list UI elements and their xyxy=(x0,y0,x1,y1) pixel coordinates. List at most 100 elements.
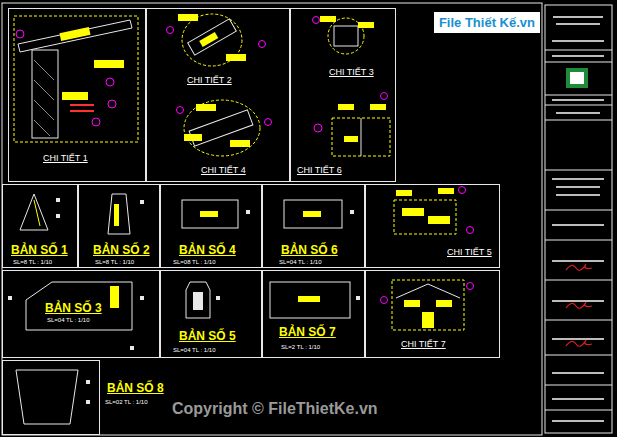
cad-circle xyxy=(467,227,474,234)
cad-circle xyxy=(313,17,320,24)
cad-rect xyxy=(552,55,604,57)
cad-rect xyxy=(184,134,202,141)
cad-line xyxy=(545,280,612,281)
cad-circle xyxy=(92,118,100,126)
signatures xyxy=(566,264,592,346)
cad-rect xyxy=(320,16,336,22)
detail-title: BẢN SỐ 2 xyxy=(93,243,150,257)
cad-line xyxy=(545,355,612,356)
cad-rect xyxy=(70,110,94,112)
cad-rect xyxy=(556,112,600,114)
cad-rect xyxy=(396,190,412,196)
cad-path xyxy=(26,282,132,330)
cad-rect xyxy=(358,22,374,28)
cad-rect xyxy=(298,296,320,302)
panel-frame: BẢN SỐ 1SL=8 TL : 1/10 xyxy=(2,184,78,268)
cad-rect xyxy=(570,72,584,84)
cad-rect xyxy=(226,54,246,61)
cad-line xyxy=(545,95,612,96)
cad-rect xyxy=(182,200,238,228)
cad-circle xyxy=(381,297,388,304)
cad-path xyxy=(18,20,132,52)
scale-note: SL=04 TL : 1/10 xyxy=(47,317,90,323)
cad-rect xyxy=(188,19,237,55)
cad-rect xyxy=(196,104,216,111)
cad-rect xyxy=(552,372,604,374)
detail-7 xyxy=(381,280,474,330)
scale-note: SL=2 TL : 1/10 xyxy=(281,344,320,350)
panel-frame: BẢN SỐ 8SL=02 TL : 1/10 xyxy=(2,360,100,435)
detail-title: CHI TIẾT 3 xyxy=(329,67,374,77)
detail-6 xyxy=(314,93,390,157)
detail-title: BẢN SỐ 7 xyxy=(279,325,336,339)
cad-rect xyxy=(394,200,456,234)
cad-rect xyxy=(140,296,144,300)
cad-rect xyxy=(246,210,250,214)
plate-5 xyxy=(186,282,220,318)
cad-rect xyxy=(402,208,424,216)
cad-line xyxy=(545,210,612,211)
detail-1 xyxy=(14,16,138,142)
cad-rect xyxy=(338,104,354,110)
detail-2 xyxy=(167,14,266,66)
scale-note: SL=04 TL : 1/10 xyxy=(279,259,322,265)
cad-circle xyxy=(108,100,116,108)
scale-note: SL=02 TL : 1/10 xyxy=(105,399,148,405)
cad-line xyxy=(545,410,612,411)
cad-rect xyxy=(114,204,119,226)
cad-rect xyxy=(270,282,350,318)
cad-circle xyxy=(381,93,388,100)
plate-8 xyxy=(16,370,90,424)
cad-path xyxy=(34,60,54,136)
cad-rect xyxy=(59,27,90,41)
detail-title: BẢN SỐ 4 xyxy=(179,243,236,257)
cad-circle xyxy=(314,124,322,132)
cad-line xyxy=(545,170,612,171)
cad-rect xyxy=(428,216,450,224)
scale-note: SL=8 TL : 1/10 xyxy=(95,259,134,265)
cad-rect xyxy=(552,224,604,226)
cad-path xyxy=(16,370,78,424)
cad-line xyxy=(545,120,612,121)
cad-rect xyxy=(556,186,600,188)
scale-note: SL=04 TL : 1/10 xyxy=(173,347,216,353)
cad-rect xyxy=(553,16,603,18)
cad-rect xyxy=(8,296,12,300)
scale-note: SL=08 TL : 1/10 xyxy=(173,259,216,265)
detail-title: CHI TIẾT 4 xyxy=(201,165,246,175)
cad-circle xyxy=(16,30,24,38)
cad-rect xyxy=(438,188,454,194)
site-logo: File Thiết Kế.vn xyxy=(434,12,540,33)
cad-rect xyxy=(193,292,203,310)
cad-rect xyxy=(56,198,60,202)
cad-rect xyxy=(344,136,358,142)
cad-rect xyxy=(14,16,138,142)
cad-rect xyxy=(334,26,358,46)
cad-line xyxy=(545,320,612,321)
sheet-frame xyxy=(2,3,612,435)
cad-rect xyxy=(110,286,119,308)
cad-path xyxy=(186,282,210,318)
detail-title: BẢN SỐ 5 xyxy=(179,329,236,343)
cad-path xyxy=(566,302,592,308)
detail-title: CHI TIẾT 1 xyxy=(43,153,88,163)
plate-7 xyxy=(270,282,360,318)
cad-rect xyxy=(86,400,90,404)
cad-circle xyxy=(467,283,474,290)
panel-frame: CHI TIẾT 3CHI TIẾT 6 xyxy=(290,8,396,182)
cad-path xyxy=(396,284,460,298)
cad-line xyxy=(545,385,612,386)
cad-rect xyxy=(552,40,604,42)
cad-rect xyxy=(545,5,612,433)
cad-rect xyxy=(404,300,420,307)
cad-rect xyxy=(200,211,218,217)
panel-frame: BẢN SỐ 4 SL=08 TL : 1/10 xyxy=(160,184,262,268)
plate-4 xyxy=(182,200,250,228)
cad-line xyxy=(34,200,40,226)
panel-frame: CHI TIẾT 7 xyxy=(365,270,500,358)
cad-line xyxy=(361,118,362,156)
cad-rect xyxy=(566,68,588,88)
panel-frame: BẢN SỐ 2 SL=8 TL : 1/10 xyxy=(78,184,160,268)
cad-line xyxy=(545,50,612,51)
